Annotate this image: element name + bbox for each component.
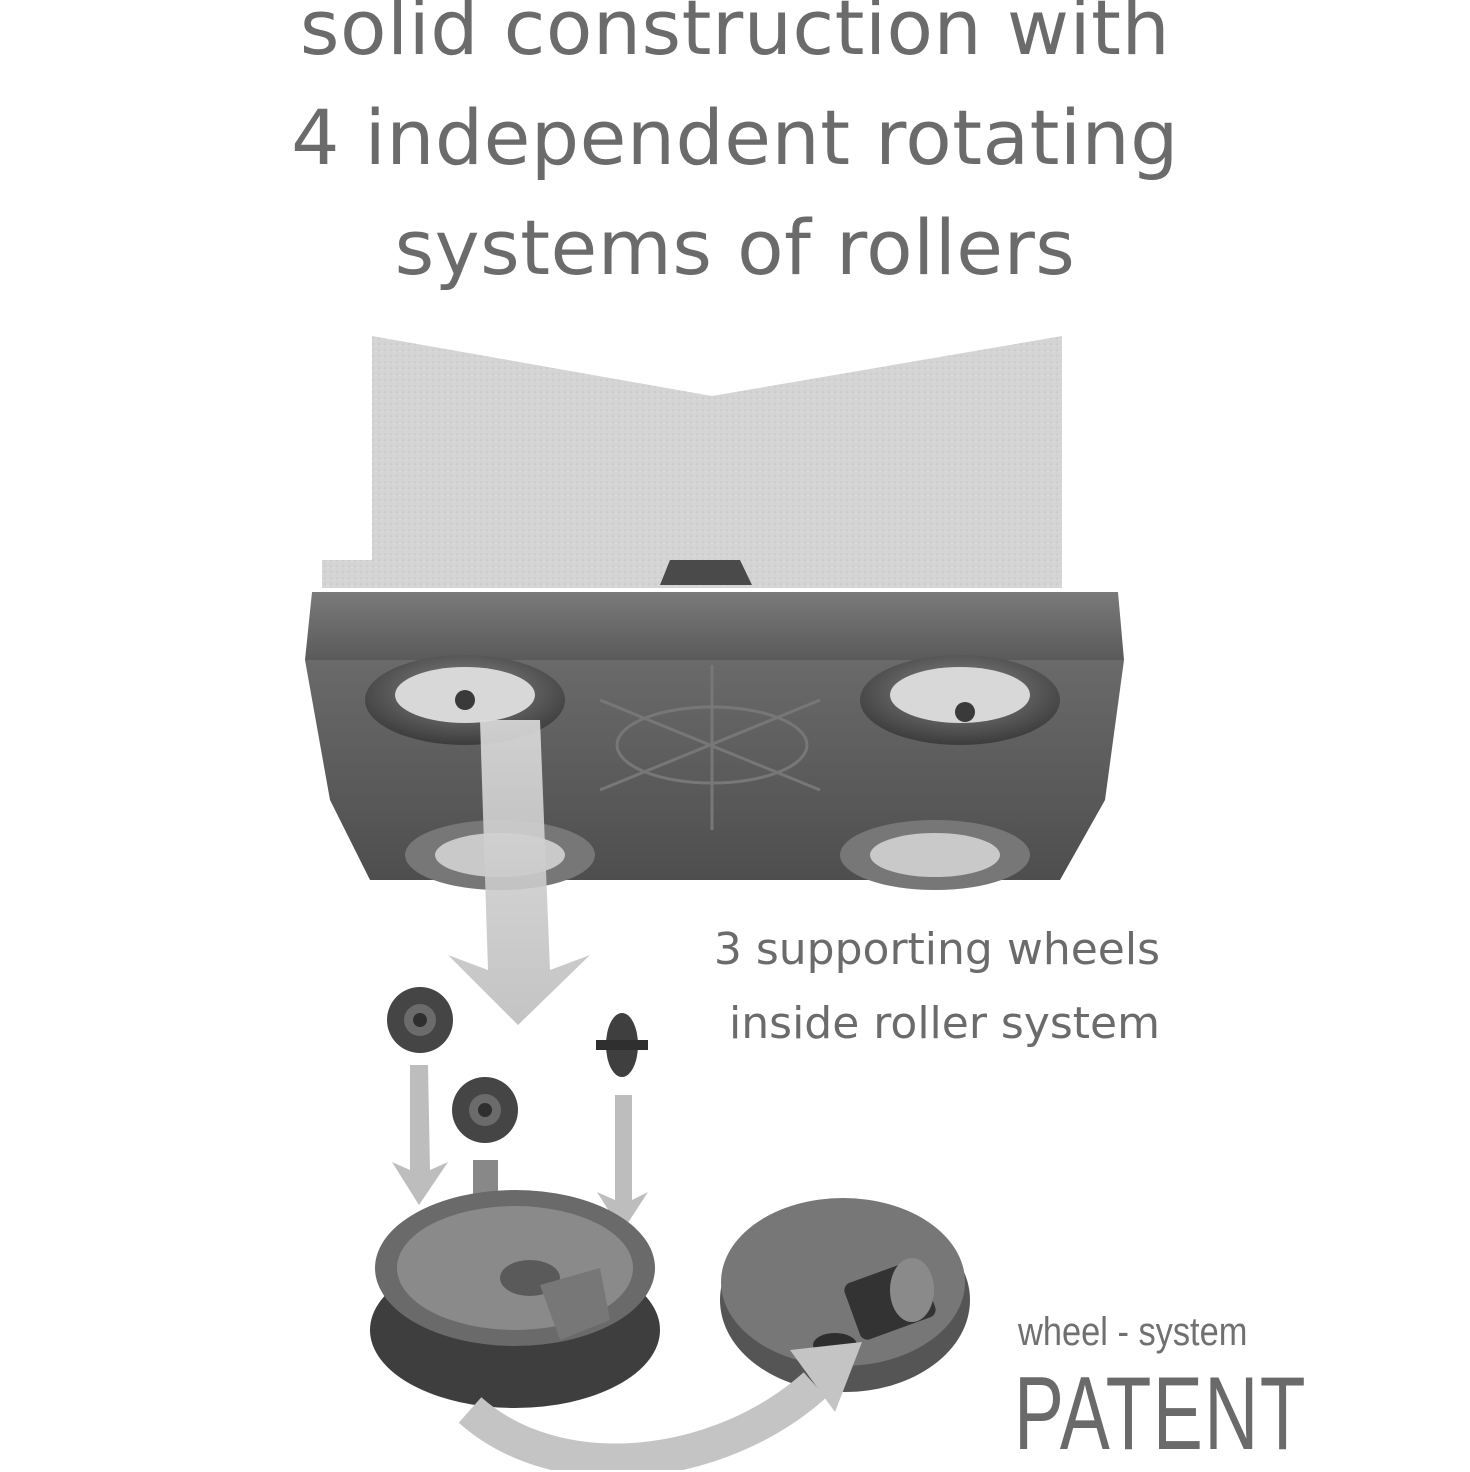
patent-title: PATENT <box>1014 1356 1307 1472</box>
down-arrow-large <box>448 720 590 1025</box>
patent-subtitle: wheel - system <box>1018 1310 1248 1354</box>
headline-line-1: solid construction with <box>299 0 1171 72</box>
headline-line-2: 4 independent rotating <box>291 93 1179 182</box>
supporting-wheel-2 <box>452 1077 518 1143</box>
caption-line-1: 3 supporting wheels <box>713 924 1160 975</box>
supporting-wheel-3 <box>596 1013 648 1077</box>
supporting-wheel-1 <box>387 987 453 1053</box>
caption-line-2: inside roller system <box>729 998 1160 1049</box>
down-arrow-small-left <box>392 1065 448 1205</box>
foam-block <box>322 336 1062 588</box>
curved-arrow <box>458 1342 862 1470</box>
headline-line-3: systems of rollers <box>394 203 1076 292</box>
down-arrow-small-right <box>597 1095 648 1232</box>
roller-housing-open <box>370 1190 660 1408</box>
base-plate <box>305 592 1124 890</box>
roller-housing-closed <box>720 1198 970 1392</box>
